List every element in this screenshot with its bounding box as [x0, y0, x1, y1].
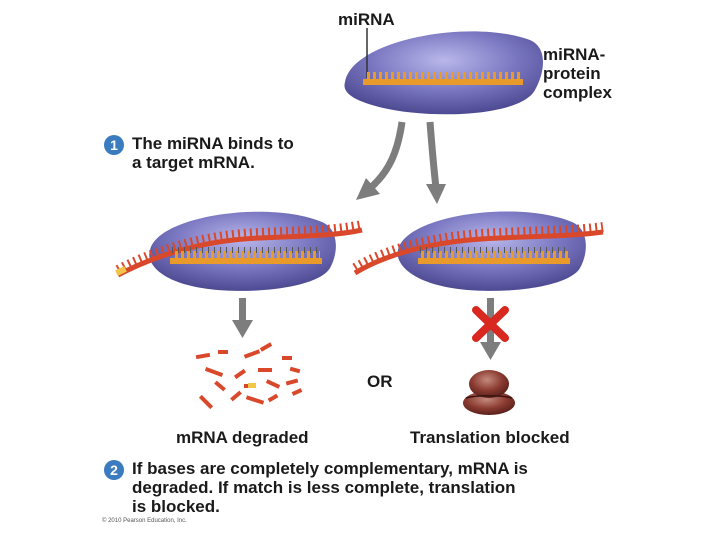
complex-label-line-1: miRNA- — [543, 45, 612, 64]
mrna-degraded-label: mRNA degraded — [176, 428, 309, 448]
bound-complex-left — [115, 212, 362, 291]
step-1-badge: 1 — [104, 135, 124, 155]
mirna-strand-left — [170, 251, 322, 264]
arrow-to-blocking-path — [426, 122, 446, 204]
step-2-line-2: degraded. If match is less complete, tra… — [132, 478, 528, 497]
translation-blocked-label: Translation blocked — [410, 428, 570, 448]
complex-label-line-2: protein — [543, 64, 612, 83]
step-2-badge: 2 — [104, 460, 124, 480]
complex-label: miRNA- protein complex — [543, 45, 612, 102]
step-1-line-1: The miRNA binds to — [132, 134, 294, 153]
mirna-strand-right — [418, 251, 570, 264]
mirna-label: miRNA — [338, 10, 395, 30]
arrow-down-degradation — [232, 298, 253, 338]
step-2-line-3: is blocked. — [132, 497, 528, 516]
or-label: OR — [367, 372, 393, 392]
arrow-to-degradation-path — [356, 122, 402, 200]
bound-complex-right — [355, 211, 603, 290]
step-1-line-2: a target mRNA. — [132, 153, 294, 172]
mirna-strand-top — [363, 72, 523, 85]
copyright-notice: © 2010 Pearson Education, Inc. — [102, 518, 187, 524]
step-2-line-1: If bases are completely complementary, m… — [132, 459, 528, 478]
step-1-text: The miRNA binds to a target mRNA. — [132, 134, 294, 172]
mrna-fragments — [196, 342, 303, 409]
mirna-protein-complex-top — [344, 28, 543, 114]
complex-label-line-3: complex — [543, 83, 612, 102]
mrna-cap-fragment — [248, 383, 256, 388]
step-2-text: If bases are completely complementary, m… — [132, 459, 528, 516]
ribosome-icon — [463, 370, 515, 415]
